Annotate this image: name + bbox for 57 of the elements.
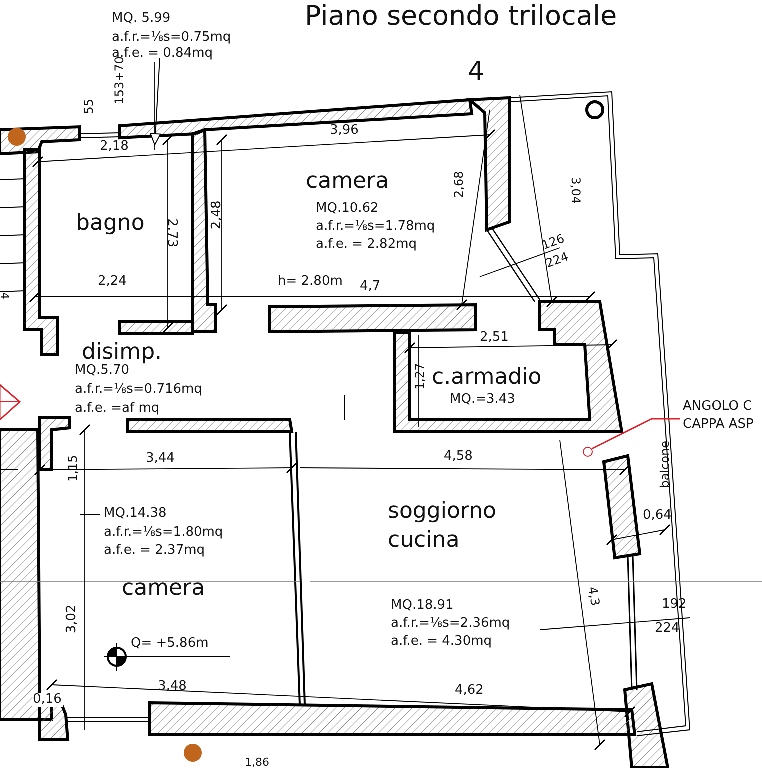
- room-name: camera: [122, 577, 206, 602]
- dimension-text: 4,7: [360, 280, 381, 294]
- dimension-text: 4,62: [455, 684, 484, 698]
- area-note: a.f.e. = 2.82mq: [316, 238, 418, 252]
- dimension-text: 126: [540, 232, 566, 253]
- area-note: MQ.=3.43: [450, 393, 516, 408]
- dimension-text: 3,04: [568, 177, 582, 204]
- dimension-text: 2,68: [452, 171, 466, 198]
- area-note: MQ.18.91: [391, 599, 454, 614]
- dimension-text: 2,51: [480, 331, 509, 346]
- dimension-text: 4,58: [444, 450, 473, 464]
- dimension-text: 2,73: [164, 218, 179, 248]
- room-name: camera: [306, 170, 390, 194]
- area-note: a.f.e. = 4.30mq: [391, 635, 492, 650]
- area-note: MQ. 5.99: [112, 12, 171, 26]
- dimension-text: h= 2.80m: [278, 275, 343, 290]
- balcony-label: balcone: [659, 440, 672, 488]
- leader-line: [150, 58, 162, 146]
- dimension-text: 1,15: [66, 455, 80, 482]
- room-name: bagno: [76, 212, 145, 236]
- area-note: a.f.r.=⅛s=1.78mq: [316, 220, 436, 234]
- leader-line: [592, 418, 680, 450]
- dimension-text: 224: [655, 622, 680, 636]
- sheet-number: 4: [468, 58, 485, 87]
- room-name: disimp.: [82, 341, 162, 365]
- dimension-text: 1,27: [414, 363, 427, 390]
- area-note: a.f.e. =af mq: [75, 402, 160, 416]
- dimension-text: 224: [544, 250, 570, 271]
- dimension-text: 1,86: [245, 757, 270, 768]
- dimension-text: 4: [0, 292, 11, 300]
- note-text: CAPPA ASP: [683, 418, 754, 432]
- area-note: a.f.r.=⅛s=2.36mq: [391, 617, 510, 632]
- dimension-text: 0,64: [643, 509, 672, 524]
- dimension-text: 3,02: [65, 604, 80, 634]
- dimension-text: 3,96: [330, 124, 359, 138]
- area-note: a.f.r.=⅛s=0.75mq: [112, 31, 232, 46]
- plan-title: Piano secondo trilocale: [305, 2, 618, 32]
- room-name: soggiorno cucina: [388, 498, 498, 555]
- area-note: a.f.e. = 2.37mq: [104, 544, 206, 558]
- area-note: MQ.5.70: [75, 364, 130, 378]
- area-note: MQ.10.62: [316, 202, 379, 216]
- dimension-text: 2,18: [100, 140, 129, 154]
- note-text: ANGOLO C: [683, 400, 752, 414]
- dimension-text: 4,3: [585, 586, 602, 608]
- area-note: a.f.r.=⅛s=1.80mq: [104, 526, 224, 540]
- dimension-text: 55: [83, 98, 96, 114]
- dimension-text: 2,48: [210, 200, 225, 230]
- area-note: MQ.14.38: [104, 507, 167, 522]
- dimension-text: 0,16: [32, 693, 63, 708]
- room-name: c.armadio: [432, 366, 542, 390]
- dimension-text: 2,24: [98, 275, 127, 290]
- area-note: a.f.r.=⅛s=0.716mq: [75, 383, 202, 398]
- dimension-text: 3,44: [146, 452, 175, 466]
- elevation-label: Q= +5.86m: [131, 637, 209, 652]
- marker-circle: [583, 447, 593, 457]
- dimension-text: 153+70: [114, 56, 127, 105]
- dimension-text: 3,48: [158, 680, 187, 694]
